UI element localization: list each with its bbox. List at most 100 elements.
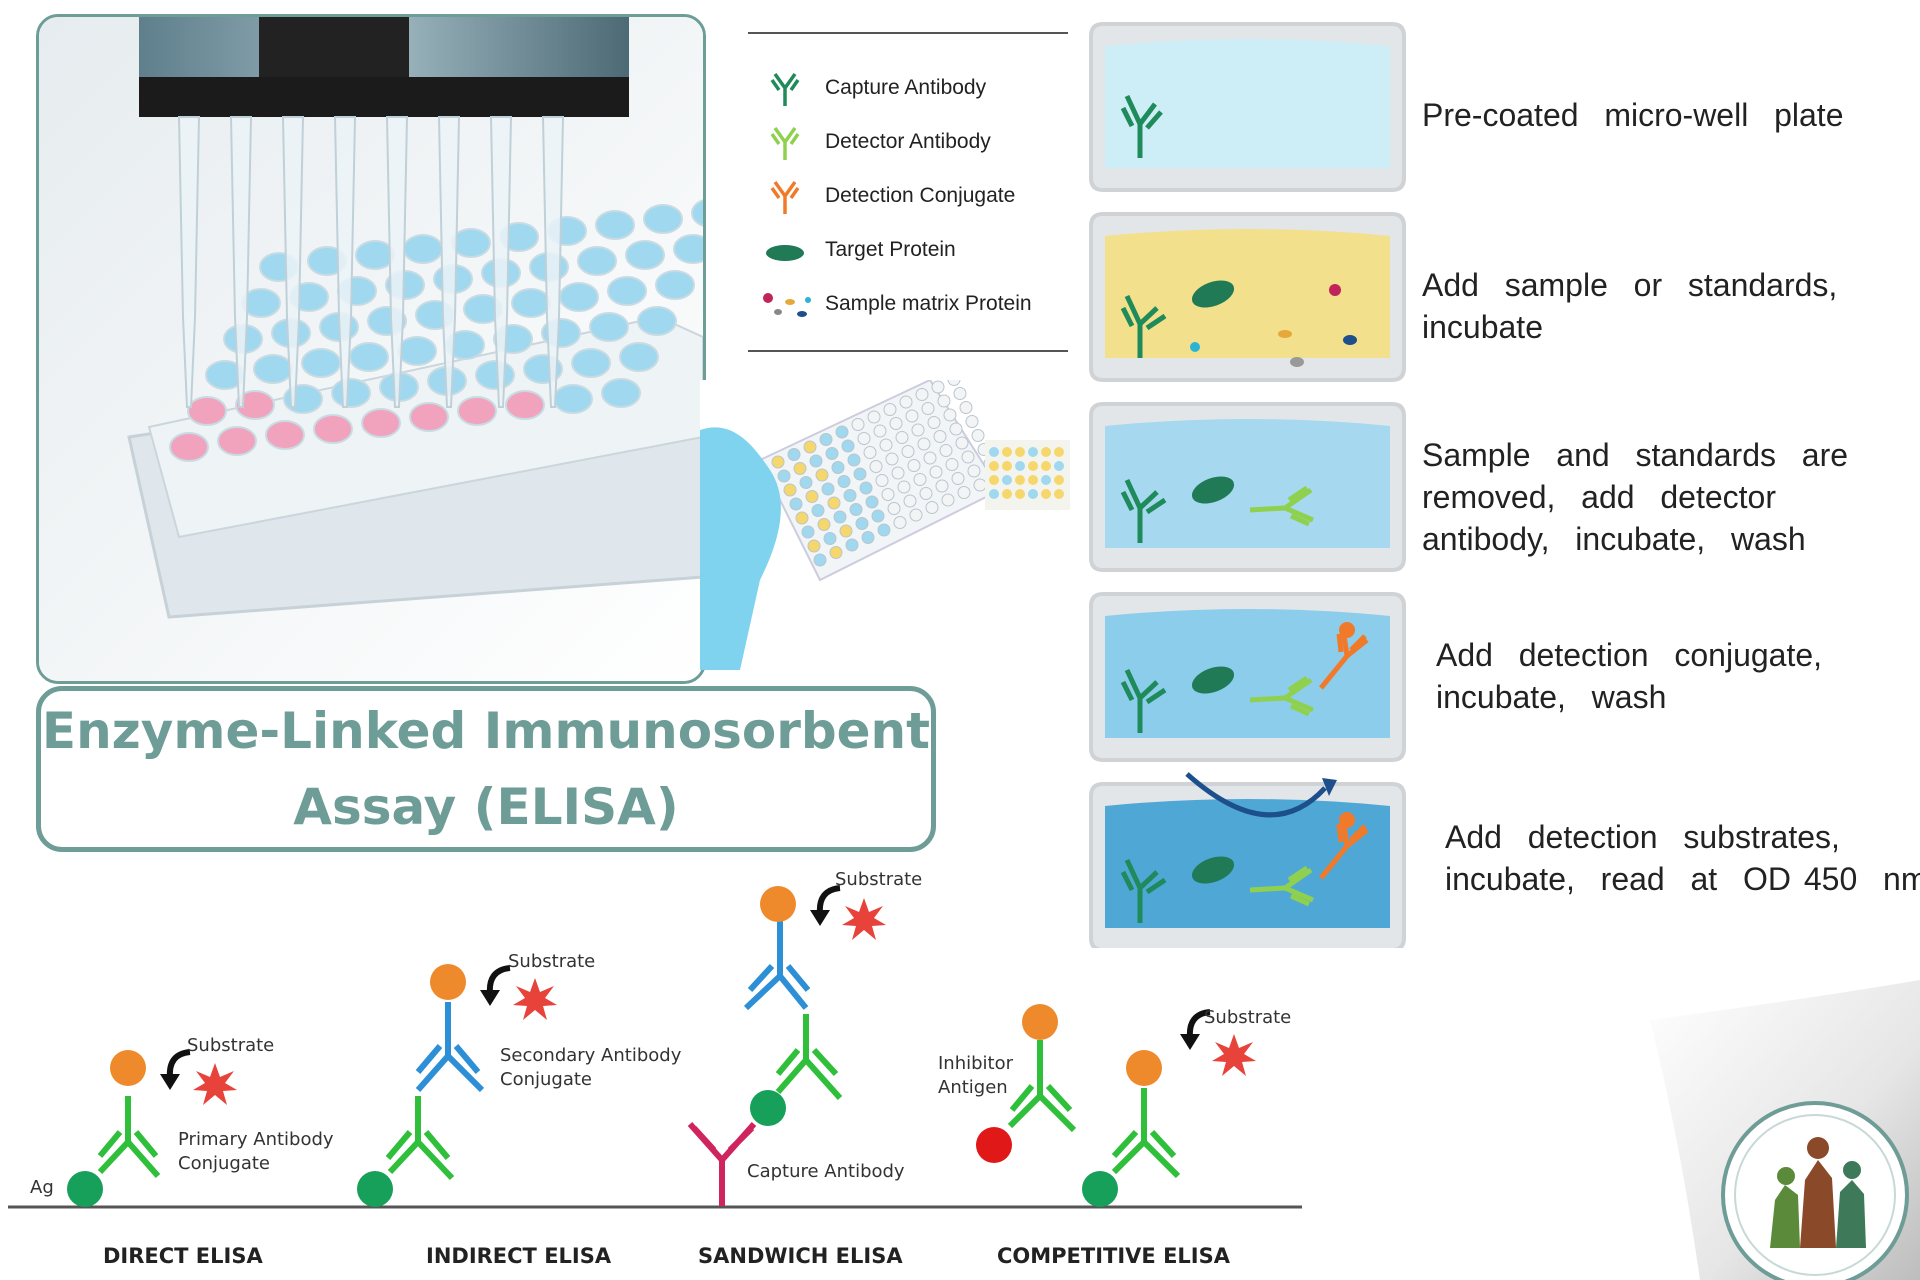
matrix-protein — [1329, 284, 1341, 296]
plate-well — [403, 234, 443, 264]
plate-well — [893, 516, 907, 529]
plate-well — [1002, 461, 1012, 471]
plate-well — [861, 531, 875, 544]
plate-well — [589, 312, 629, 342]
plate-well — [1054, 461, 1064, 471]
detection-conjugate-icon — [1319, 812, 1369, 880]
plate-well — [827, 496, 841, 510]
indirect-substrate-label: Substrate — [508, 951, 596, 972]
plate-well — [939, 444, 953, 457]
plate-well — [1002, 447, 1012, 457]
plate-well — [169, 432, 209, 462]
detector-antibody-icon — [1249, 485, 1314, 527]
plate-well — [973, 478, 987, 492]
plate-well — [1028, 489, 1038, 499]
plate-well — [855, 517, 869, 530]
pipette-tip — [385, 116, 409, 408]
enzyme-icon — [1126, 1050, 1162, 1086]
plate-well — [907, 459, 921, 472]
plate-well — [899, 395, 913, 409]
plate-well — [571, 348, 611, 378]
plate-well — [915, 388, 929, 401]
step-2-text: Add sample or standards, incubate — [1422, 267, 1838, 345]
plate-well — [361, 408, 401, 438]
step-3-text: Sample and standards are removed, add de… — [1422, 437, 1849, 557]
plate-well — [865, 495, 879, 509]
plate-well — [877, 523, 891, 537]
plate-well — [607, 276, 647, 306]
plate-well — [919, 487, 933, 500]
plate-well — [1015, 461, 1025, 471]
secondary-antibody-icon — [415, 1002, 485, 1093]
well-detector — [1089, 402, 1406, 572]
step-5-text: Add detection substrates, incubate, read… — [1445, 819, 1920, 897]
plate-well — [875, 474, 889, 487]
plate-well — [301, 348, 341, 378]
sandwich-elisa-title: SANDWICH ELISA — [698, 1244, 903, 1268]
plate-well — [951, 472, 965, 485]
plate-well — [831, 461, 845, 474]
matrix-protein — [1290, 357, 1304, 367]
plate-well — [1041, 475, 1051, 485]
pipette-tip — [281, 116, 305, 408]
plate-well — [601, 378, 641, 408]
plate-well — [863, 446, 877, 459]
plate-well — [331, 378, 371, 408]
plate-well — [957, 486, 971, 499]
plate-well — [793, 462, 807, 475]
capture-antibody-magenta-icon — [687, 1122, 757, 1206]
plate-well — [1002, 475, 1012, 485]
plate-well — [891, 466, 905, 480]
sandwich-capture-label: Capture Antibody — [747, 1161, 905, 1182]
plate-well — [313, 414, 353, 444]
plate-well — [1015, 489, 1025, 499]
plate-well — [837, 475, 851, 488]
plate-well — [1041, 489, 1051, 499]
plate-well — [397, 336, 437, 366]
plate-well — [929, 465, 943, 479]
pipette-tip — [333, 116, 357, 408]
reaction-arrow-icon — [480, 968, 510, 1006]
plate-well — [625, 240, 665, 270]
pipette-tip — [229, 116, 253, 408]
direct-elisa-title: DIRECT ELISA — [103, 1244, 263, 1268]
detection-conjugate-icon — [770, 180, 800, 214]
plate-well — [881, 488, 895, 501]
legend-item-target: Target Protein — [760, 232, 1100, 272]
elisa-types-diagram — [8, 860, 1302, 1209]
plate-well — [265, 420, 305, 450]
plate-well — [901, 445, 915, 458]
antigen-icon — [1082, 1171, 1118, 1207]
plate-well — [655, 270, 695, 300]
plate-well — [845, 538, 859, 552]
enzyme-icon — [760, 886, 796, 922]
substrate-icon — [193, 1063, 237, 1105]
plate-well — [235, 390, 275, 420]
pipette-tip — [541, 116, 565, 408]
plate-well — [783, 483, 797, 497]
plate-well — [857, 432, 871, 445]
plate-well — [933, 430, 947, 443]
legend-bottom-divider — [748, 350, 1068, 352]
plate-well — [815, 468, 829, 482]
plate-well — [841, 439, 855, 453]
sandwich-substrate-label: Substrate — [835, 869, 923, 890]
plate-well — [917, 437, 931, 451]
legend-top-divider — [748, 32, 1068, 34]
plate-well — [825, 447, 839, 460]
plate-well — [823, 532, 837, 545]
plate-well — [1015, 475, 1025, 485]
plate-well — [801, 525, 815, 539]
lab-photo — [36, 14, 706, 684]
legend-item-conjugate: Detection Conjugate — [760, 178, 1100, 218]
plate-well — [905, 409, 919, 423]
plate-well — [807, 539, 821, 553]
plate-well — [619, 342, 659, 372]
page-curl-decoration — [1650, 980, 1920, 1280]
inhibited-antibody-icon — [1007, 1040, 1077, 1133]
plate-well — [953, 387, 967, 400]
plate-well — [673, 234, 703, 264]
pipette-plate-illustration — [39, 17, 703, 681]
plate-well — [949, 422, 963, 436]
bound-antibody-icon — [1111, 1088, 1181, 1179]
